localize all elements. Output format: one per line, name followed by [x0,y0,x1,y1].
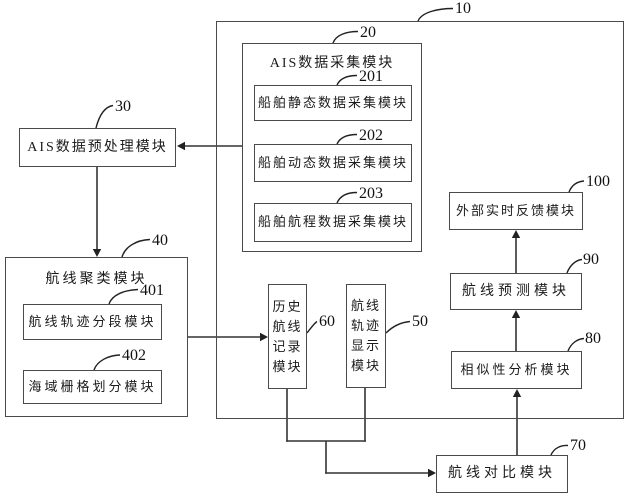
ref-label-80: 80 [585,330,601,347]
ref-label-10: 10 [455,0,471,17]
module-label-line: 记录 [272,338,303,354]
ref-label-30: 30 [115,98,131,115]
module-box-trajectory-segmentation: 航线轨迹分段模块 [23,304,162,340]
leader-10 [417,7,454,22]
module-box-clustering: 航线聚类模块 [5,257,188,417]
module-label-preprocessing: AIS数据预处理模块 [27,139,168,155]
connector-similarity-to-prediction [511,310,521,351]
module-label-line: 轨迹 [350,318,381,333]
module-box-similarity-analysis: 相似性分析模块 [451,351,582,389]
ref-label-70: 70 [570,437,586,454]
leader-60 [306,320,318,334]
ref-label-90: 90 [583,251,599,268]
outer-system-box [216,21,624,419]
module-label-trajectory-segmentation: 航线轨迹分段模块 [28,313,157,329]
module-box-route-comparison: 航线对比模块 [436,455,568,493]
module-box-external-feedback: 外部实时反馈模块 [449,192,583,230]
connector-collection-to-preprocessing [177,141,242,151]
module-box-ais-collection: AIS数据采集模块 [242,43,422,252]
connector-prediction-to-feedback [511,230,521,273]
leader-90 [566,258,583,274]
arrowhead-left [177,141,185,151]
connector-clustering-to-history-record [188,332,268,342]
module-label-route-prediction: 航线预测模块 [462,283,570,299]
leader-40 [121,238,151,258]
module-label-line: 航线 [272,318,303,334]
leader-70 [550,444,569,456]
module-box-history-record: 历史 航线 记录 模块 [268,284,307,389]
connector-preprocessing-to-clustering [92,167,102,257]
module-box-sea-grid-division: 海域栅格划分模块 [23,370,162,404]
arrowhead-right [428,468,436,478]
module-label-line: 航线 [350,298,381,313]
ref-label-401: 401 [140,282,164,299]
module-label-external-feedback: 外部实时反馈模块 [455,202,576,218]
ref-label-203: 203 [359,185,383,202]
ref-label-402: 402 [122,347,146,364]
module-box-route-prediction: 航线预测模块 [450,273,582,310]
module-label-sea-grid-division: 海域栅格划分模块 [28,378,157,394]
module-label-line: 模块 [272,358,303,374]
ref-label-201: 201 [359,68,383,85]
connector-join-to-comparison [325,468,436,478]
ref-label-50: 50 [412,313,428,330]
module-label-ship-voyage: 船舶航程数据采集模块 [257,214,408,230]
arrowhead-right [260,332,268,342]
leader-30 [95,104,114,129]
module-label-ship-dynamic: 船舶动态数据采集模块 [257,154,408,170]
leader-100 [568,180,585,193]
arrowhead-down [92,249,102,257]
module-label-line: 显示 [350,338,381,353]
module-label-line: 历史 [272,298,303,314]
leader-401 [108,288,139,305]
module-label-ship-static: 船舶静态数据采集模块 [257,94,408,110]
module-box-preprocessing: AIS数据预处理模块 [19,128,176,167]
connector-comparison-to-similarity [512,389,522,455]
module-label-similarity-analysis: 相似性分析模块 [460,361,573,377]
ref-label-40: 40 [152,232,168,249]
module-label-line: 模块 [350,358,381,373]
connector-history-display-join [286,388,366,474]
leader-201 [336,74,358,86]
ref-label-100: 100 [586,173,610,190]
arrowhead-up [511,230,521,238]
module-box-ship-voyage: 船舶航程数据采集模块 [254,203,412,242]
module-title-ais-collection: AIS数据采集模块 [269,56,395,71]
arrowhead-up [512,389,522,397]
ref-label-20: 20 [360,24,376,41]
leader-202 [336,133,358,145]
arrowhead-up [511,310,521,318]
ref-label-202: 202 [359,127,383,144]
module-box-ship-static: 船舶静态数据采集模块 [254,85,412,121]
module-title-clustering: 航线聚类模块 [45,272,148,287]
module-label-route-comparison: 航线对比模块 [448,466,556,482]
leader-402 [93,354,121,371]
leader-20 [332,30,359,44]
leader-80 [567,337,585,352]
module-box-ship-dynamic: 船舶动态数据采集模块 [254,144,412,182]
module-box-trajectory-display: 航线 轨迹 显示 模块 [346,284,386,388]
leader-50 [385,320,411,334]
leader-203 [336,191,358,204]
ref-label-60: 60 [319,313,335,330]
